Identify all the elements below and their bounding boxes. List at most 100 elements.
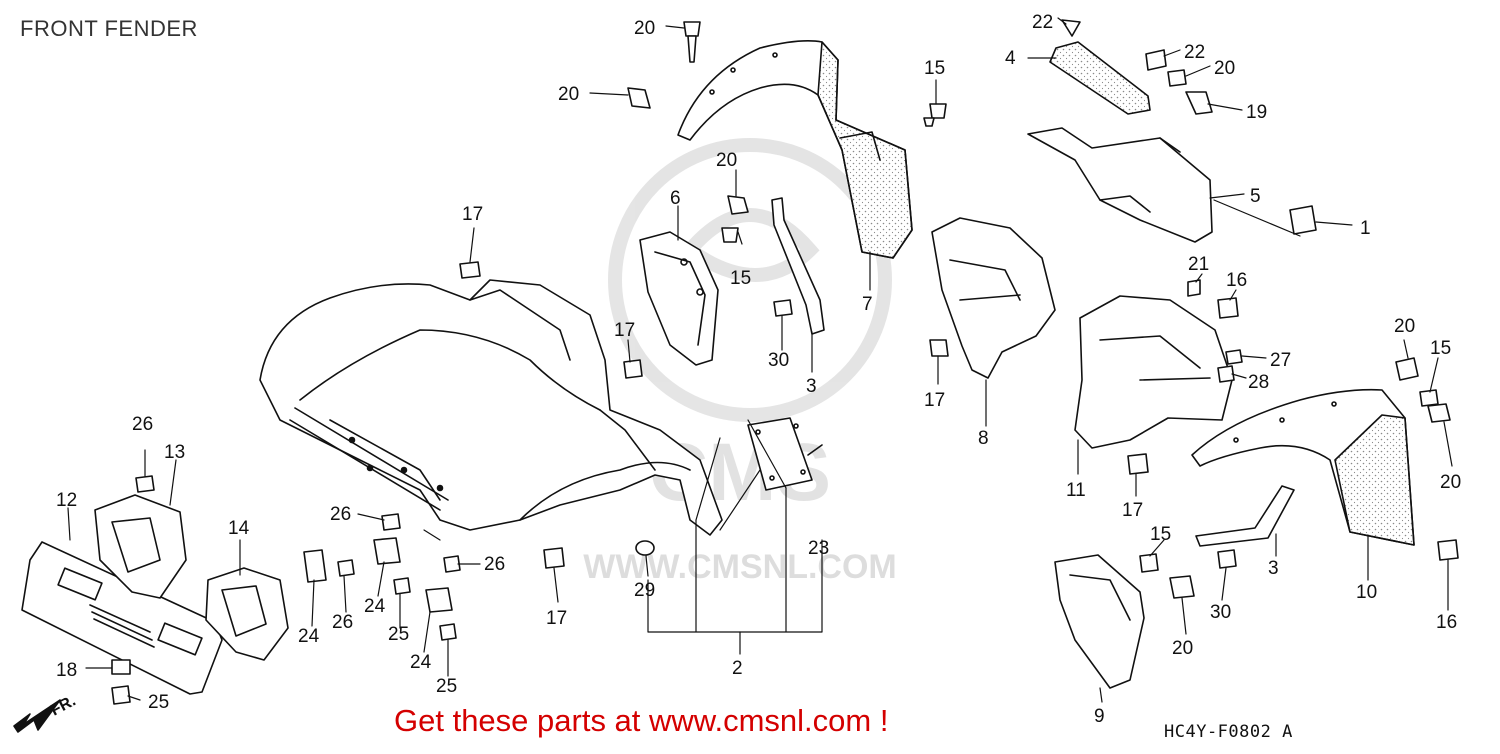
- clip-20-lower: [1169, 575, 1195, 599]
- part-14-vent: [205, 567, 289, 661]
- callout-4: 4: [1005, 48, 1016, 69]
- callout-20: 20: [1440, 472, 1461, 493]
- bolt-17-right: [1127, 453, 1149, 475]
- diagram-code: HC4Y-F0802 A: [1164, 722, 1293, 742]
- callout-26: 26: [484, 554, 505, 575]
- bolt-16-upper: [1217, 297, 1239, 319]
- callout-15: 15: [1430, 338, 1451, 359]
- callout-11: 11: [1066, 480, 1086, 501]
- callout-22: 22: [1184, 42, 1205, 63]
- callout-2: 2: [732, 658, 743, 679]
- callout-30: 30: [1210, 602, 1231, 623]
- callout-13: 13: [164, 442, 185, 463]
- callout-7: 7: [862, 294, 873, 315]
- callout-15: 15: [924, 58, 945, 79]
- clip-19: [1185, 91, 1213, 115]
- clip-20-right: [1167, 69, 1187, 87]
- washer-29: [635, 540, 655, 556]
- part-3-stay: [771, 197, 825, 335]
- bolt-15-lower: [1139, 553, 1159, 573]
- callout-17: 17: [1122, 500, 1143, 521]
- callout-24: 24: [298, 626, 320, 647]
- bolt-27: [1225, 349, 1243, 365]
- fasteners: [111, 19, 1459, 705]
- front-direction-arrow: [13, 699, 61, 733]
- callout-3: 3: [806, 376, 817, 397]
- callout-24: 24: [410, 652, 432, 673]
- bolt-30-upper: [773, 299, 793, 317]
- clip-20-mid: [727, 195, 749, 215]
- part-4-cover: [1049, 41, 1151, 115]
- watermark-url: WWW.CMSNL.COM: [583, 548, 897, 586]
- watermark: [608, 138, 892, 422]
- bolt-26-left: [135, 475, 155, 493]
- callout-3: 3: [1268, 558, 1279, 579]
- nut-25-lower: [439, 623, 457, 641]
- callout-14: 14: [228, 518, 250, 539]
- call-to-action-link[interactable]: Get these parts at www.cmsnl.com !: [394, 703, 889, 738]
- bolt-15-top: [929, 103, 947, 119]
- part-5-panel: [1027, 127, 1213, 243]
- part-8-inner-fender: [931, 217, 1056, 379]
- callout-22: 22: [1032, 12, 1053, 33]
- callout-19: 19: [1246, 102, 1267, 123]
- clip-24-right: [425, 587, 453, 613]
- watermark-ring: [608, 138, 892, 422]
- clip-20-top: [683, 21, 701, 37]
- callout-15: 15: [730, 268, 751, 289]
- callout-16: 16: [1436, 612, 1457, 633]
- callout-28: 28: [1248, 372, 1269, 393]
- clip-1: [1289, 205, 1317, 235]
- nut-25-upper: [393, 577, 411, 595]
- callout-1: 1: [1360, 218, 1371, 239]
- front-direction-label: FR.: [48, 692, 79, 719]
- callout-17: 17: [546, 608, 567, 629]
- part-13-vent: [94, 494, 187, 599]
- callout-21: 21: [1188, 254, 1209, 275]
- clip-20-far-right: [1395, 357, 1419, 381]
- callout-18: 18: [56, 660, 77, 681]
- bolt-17-left: [929, 339, 949, 357]
- part-10-fender-extension: [1191, 388, 1415, 546]
- callout-17: 17: [924, 390, 945, 411]
- callout-9: 9: [1094, 706, 1105, 727]
- callout-27: 27: [1270, 350, 1291, 371]
- callout-15: 15: [1150, 524, 1171, 545]
- part-2-front-fender: [259, 279, 723, 536]
- part-23-plate: [747, 417, 823, 491]
- callout-26: 26: [332, 612, 353, 633]
- callout-8: 8: [978, 428, 989, 449]
- callout-26: 26: [330, 504, 351, 525]
- callout-20: 20: [716, 150, 737, 171]
- callout-17: 17: [462, 204, 483, 225]
- callout-20: 20: [1394, 316, 1415, 337]
- bolt-26-center: [381, 513, 401, 531]
- watermark-emblem: [679, 208, 820, 282]
- clip-24-mid: [373, 537, 401, 565]
- part-7-fender-extension: [677, 40, 913, 259]
- bolt-17-lower: [543, 547, 565, 569]
- callout-20: 20: [634, 18, 655, 39]
- nut-18: [111, 659, 131, 675]
- callout-20: 20: [1172, 638, 1193, 659]
- callout-24: 24: [364, 596, 386, 617]
- callout-20: 20: [1214, 58, 1235, 79]
- bolt-26-right: [443, 555, 461, 573]
- part-6-mud-guard: [639, 231, 719, 366]
- callout-12: 12: [56, 490, 77, 511]
- part-3-stay-right: [1195, 485, 1295, 547]
- leader-lines: [67, 17, 1453, 703]
- clip-20-far-right-2: [1427, 403, 1451, 423]
- bolt-17-mid: [623, 359, 643, 379]
- diagram-title: FRONT FENDER: [20, 16, 198, 41]
- callout-16: 16: [1226, 270, 1247, 291]
- callout-25: 25: [148, 692, 169, 713]
- bolt-15-mid: [721, 227, 739, 243]
- callout-17: 17: [614, 320, 635, 341]
- bolt-17-upper: [459, 261, 481, 279]
- clip-24-left: [303, 549, 327, 583]
- part-9-mud-guard: [1054, 554, 1145, 689]
- nut-22-right: [1145, 49, 1167, 71]
